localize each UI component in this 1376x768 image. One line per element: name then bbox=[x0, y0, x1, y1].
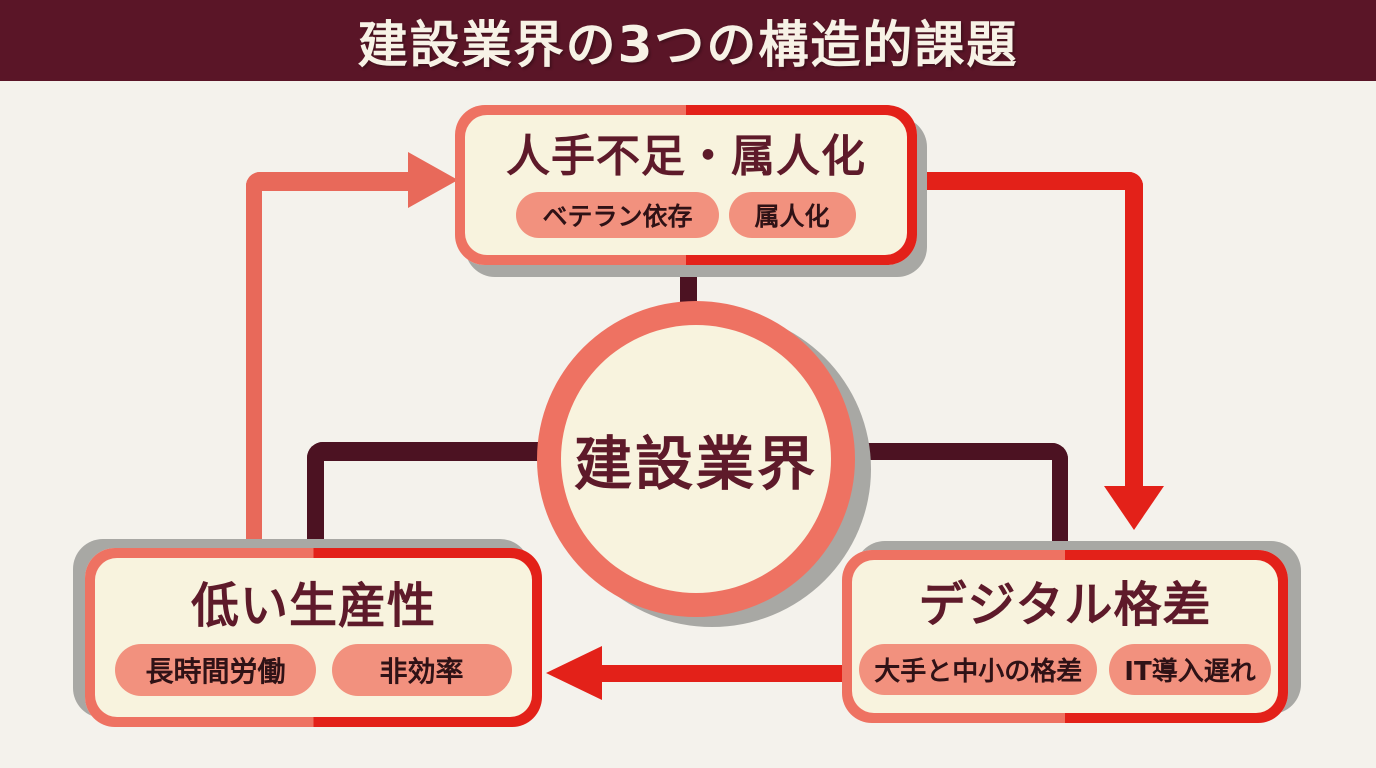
node-title: 低い生産性 bbox=[190, 577, 436, 634]
tag: 大手と中小の格差 bbox=[859, 643, 1098, 695]
node-top-labor-shortage: 人手不足・属人化 ベテラン依存 属人化 bbox=[455, 105, 917, 265]
tag: 非効率 bbox=[331, 644, 512, 697]
tag: ベテラン依存 bbox=[516, 191, 719, 238]
page-title: 建設業界の3つの構造的課題 bbox=[357, 15, 1019, 74]
node-top-panel: 人手不足・属人化 ベテラン依存 属人化 bbox=[465, 115, 907, 255]
center-circle: 建設業界 bbox=[537, 301, 855, 617]
arrow-bottomleft-to-top-head-icon bbox=[408, 152, 458, 208]
tag-row: 大手と中小の格差 IT導入遅れ bbox=[859, 643, 1271, 695]
tag-row: 長時間労働 非効率 bbox=[115, 644, 512, 697]
arrow-bottomright-to-bottomleft-line bbox=[600, 665, 850, 682]
node-bottom-left-panel: 低い生産性 長時間労働 非効率 bbox=[95, 558, 532, 717]
tag: IT導入遅れ bbox=[1109, 643, 1271, 695]
node-bottom-right-digital-divide: デジタル格差 大手と中小の格差 IT導入遅れ bbox=[842, 550, 1288, 723]
tag-row: ベテラン依存 属人化 bbox=[516, 191, 856, 238]
node-bottom-left-low-productivity: 低い生産性 長時間労働 非効率 bbox=[85, 548, 542, 727]
node-title: 人手不足・属人化 bbox=[506, 131, 866, 183]
center-label: 建設業界 bbox=[573, 430, 818, 498]
tag: 長時間労働 bbox=[115, 644, 316, 697]
node-title: デジタル格差 bbox=[918, 577, 1212, 634]
arrow-top-to-bottomright-head-icon bbox=[1104, 486, 1164, 530]
connector-center-to-bottom-right bbox=[828, 443, 1068, 553]
tag: 属人化 bbox=[728, 191, 856, 238]
node-bottom-right-panel: デジタル格差 大手と中小の格差 IT導入遅れ bbox=[852, 560, 1278, 713]
header-bar: 建設業界の3つの構造的課題 bbox=[0, 0, 1376, 81]
connector-center-to-bottom-left bbox=[307, 442, 562, 558]
arrow-bottomleft-to-top-line bbox=[246, 172, 414, 552]
connector-center-to-top bbox=[680, 255, 697, 313]
arrow-top-to-bottomright-line bbox=[902, 172, 1143, 490]
arrow-bottomright-to-bottomleft-head-icon bbox=[546, 646, 602, 700]
